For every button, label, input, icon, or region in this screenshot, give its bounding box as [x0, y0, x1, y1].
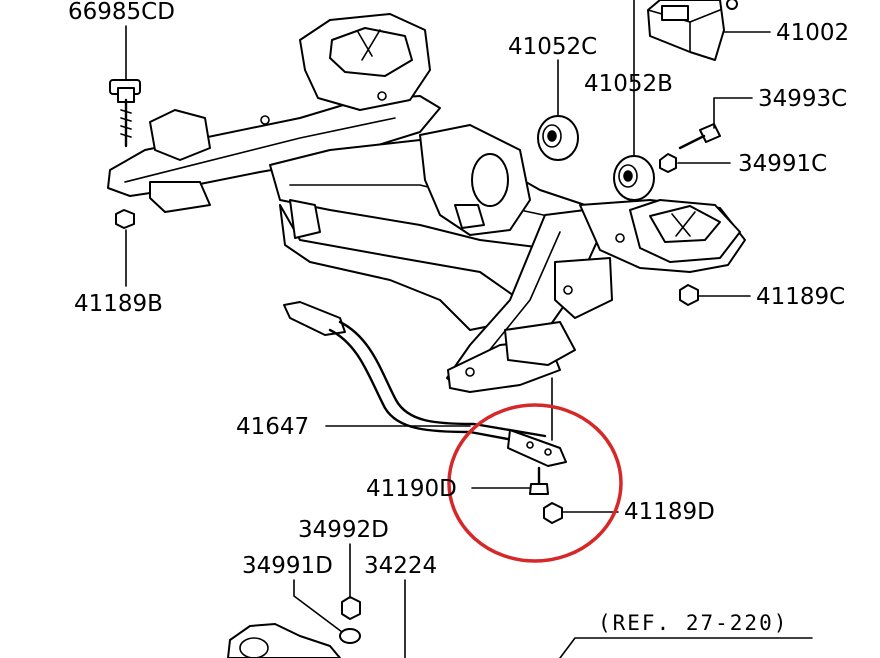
rear-crossmember-drawing [107, 13, 746, 393]
part-label-34224[interactable]: 34224 [364, 553, 437, 579]
nut-34992d-drawing [341, 596, 361, 620]
nut-34991d-drawing [339, 628, 361, 644]
leader-lines [125, 0, 813, 658]
part-label-34993c[interactable]: 34993C [758, 86, 847, 112]
part-labels: 66985CD 41052C 41052B 41002 34993C 34991… [68, 0, 849, 635]
bushing-41052b-drawing [613, 155, 655, 201]
reference-label[interactable]: (REF. 27-220) [598, 611, 788, 635]
part-label-41647[interactable]: 41647 [236, 414, 309, 440]
bolt-34993c-drawing [678, 123, 721, 150]
part-label-41189d[interactable]: 41189D [624, 499, 715, 525]
part-label-41189b[interactable]: 41189B [74, 291, 163, 317]
part-label-41052b[interactable]: 41052B [584, 71, 673, 97]
mount-block-41002-drawing [647, 0, 738, 61]
bushing-41052c-drawing [537, 115, 579, 161]
nut-41189c-drawing [679, 284, 699, 306]
nut-41189b-drawing [115, 209, 135, 229]
lower-arm-drawing [227, 623, 341, 658]
highlight-circle [447, 403, 623, 563]
stabilizer-bar-drawing [283, 301, 567, 467]
part-label-34992d[interactable]: 34992D [298, 517, 389, 543]
part-label-41052c[interactable]: 41052C [508, 34, 597, 60]
part-label-34991c[interactable]: 34991C [738, 151, 827, 177]
part-label-34991d[interactable]: 34991D [242, 553, 333, 579]
nut-34991c-drawing [659, 153, 677, 173]
bolt-66985cd-drawing [109, 79, 141, 148]
bolt-41190d-drawing [529, 466, 549, 495]
part-label-66985cd[interactable]: 66985CD [68, 0, 175, 25]
part-label-41190d[interactable]: 41190D [366, 476, 457, 502]
part-label-41002[interactable]: 41002 [776, 20, 849, 46]
part-label-41189c[interactable]: 41189C [756, 284, 845, 310]
nut-41189d-drawing [543, 502, 563, 524]
